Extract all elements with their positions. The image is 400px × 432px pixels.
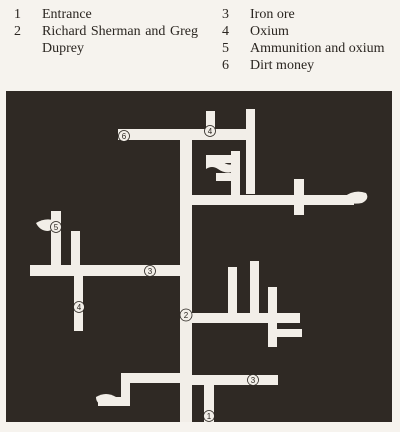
- tunnel-entrance: [204, 383, 214, 422]
- legend-column-left: 1 Entrance 2 Richard Sherman and Greg Du…: [14, 6, 204, 57]
- tunnel-rm-riser-b: [250, 261, 259, 315]
- legend-number: 2: [14, 24, 21, 39]
- tunnel-top: [118, 129, 252, 140]
- marker-1: 1: [203, 410, 215, 422]
- legend-item-4: 4 Oxium: [222, 23, 400, 40]
- legend-item-2: 2 Richard Sherman and Greg Duprey: [14, 23, 204, 57]
- marker-4-left: 4: [73, 301, 85, 313]
- svg-text:6: 6: [122, 132, 127, 141]
- ore-blob-a: [206, 158, 236, 173]
- svg-text:1: 1: [207, 412, 212, 421]
- legend-label: Dirt money: [250, 58, 315, 73]
- legend-label: Iron ore: [250, 7, 295, 22]
- legend-item-5: 5 Ammunition and oxium: [222, 40, 400, 57]
- ore-blob-d: [96, 394, 116, 406]
- svg-text:3: 3: [251, 376, 256, 385]
- ore-blob-b: [344, 191, 368, 204]
- tunnel-ledge-a: [216, 173, 236, 181]
- svg-text:4: 4: [208, 127, 213, 136]
- mine-map-svg: 6 4 5 3 4 2 3: [6, 91, 392, 422]
- mine-map: 6 4 5 3 4 2 3: [6, 91, 392, 422]
- legend-number: 6: [222, 58, 229, 73]
- tunnel-main-shaft: [180, 129, 192, 422]
- legend-number: 1: [14, 7, 21, 22]
- legend-item-6: 6 Dirt money: [222, 57, 400, 74]
- tunnel-right-middle: [192, 313, 300, 323]
- rock-background: [6, 91, 392, 422]
- tunnel-left-riser-a: [51, 211, 61, 267]
- marker-2: 2: [179, 308, 193, 322]
- tunnel-mid-right: [192, 195, 354, 205]
- svg-text:2: 2: [184, 311, 189, 320]
- tunnel-lower-left: [121, 373, 183, 383]
- legend-label: Entrance: [42, 7, 92, 22]
- legend-label: Ammunition and oxium: [250, 41, 385, 56]
- tunnel-top-spur-a: [206, 111, 215, 131]
- tunnel-rm-ledge: [268, 329, 302, 337]
- map-markers: 6 4 5 3 4 2 3: [50, 125, 259, 422]
- map-legend: 1 Entrance 2 Richard Sherman and Greg Du…: [0, 0, 400, 82]
- legend-label: Richard Sherman and Greg Duprey: [42, 24, 198, 56]
- legend-item-3: 3 Iron ore: [222, 6, 400, 23]
- tunnel-drop: [294, 179, 304, 215]
- tunnel-rm-riser-a: [228, 267, 237, 315]
- svg-text:4: 4: [77, 303, 82, 312]
- legend-label: Oxium: [250, 24, 289, 39]
- legend-number: 3: [222, 7, 229, 22]
- legend-number: 4: [222, 24, 229, 39]
- legend-item-1: 1 Entrance: [14, 6, 204, 23]
- tunnel-lower-right: [192, 375, 278, 385]
- tunnel-rm-riser-c: [268, 287, 277, 347]
- tunnel-ledge-b: [206, 155, 234, 163]
- marker-6: 6: [118, 130, 130, 142]
- marker-3-left: 3: [144, 265, 156, 277]
- marker-4-top: 4: [204, 125, 216, 137]
- marker-3-right: 3: [247, 374, 259, 386]
- tunnel-top-spur-b: [246, 109, 255, 194]
- legend-number: 5: [222, 41, 229, 56]
- svg-text:5: 5: [54, 223, 59, 232]
- tunnel-lower-drop: [121, 373, 130, 401]
- tunnel-left: [30, 265, 182, 276]
- legend-column-right: 3 Iron ore 4 Oxium 5 Ammunition and oxiu…: [222, 6, 400, 74]
- marker-5: 5: [50, 221, 62, 233]
- svg-text:3: 3: [148, 267, 153, 276]
- tunnel-left-riser-b: [71, 231, 80, 267]
